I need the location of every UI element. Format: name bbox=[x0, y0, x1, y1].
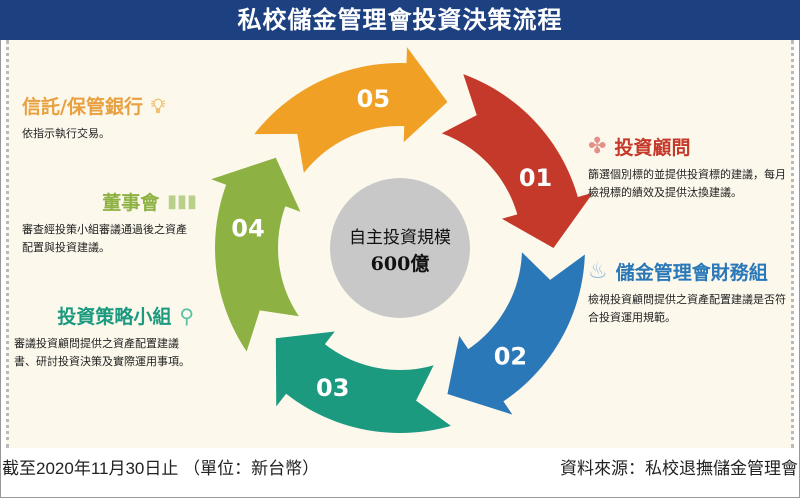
step-03-title: 投資策略小組 bbox=[57, 306, 172, 328]
step-02-block: ♨ 儲金管理會財務組 檢視投資顧問提供之資產配置建議是否符合投資運用規範。 bbox=[588, 258, 793, 327]
step-04-block: 董事會 ▮▮▮ 審查經投策小組審議通過後之資產配置與投資建議。 bbox=[22, 188, 197, 257]
arrow-segment-05 bbox=[254, 47, 448, 173]
step-number-04: 04 bbox=[231, 215, 264, 243]
lightbulb-icon: 💡︎ bbox=[150, 93, 165, 118]
step-number-02: 02 bbox=[494, 343, 527, 371]
step-05-desc: 依指示執行交易。 bbox=[22, 127, 110, 140]
flame-icon: ♨ bbox=[588, 259, 608, 284]
bar-chart-icon: ▮▮▮ bbox=[167, 191, 197, 212]
step-number-05: 05 bbox=[357, 85, 390, 113]
step-number-03: 03 bbox=[316, 374, 349, 402]
step-01-block: ✤ 投資顧問 篩選個別標的並提供投資標的建議，每月檢視標的績效及提供汰換建議。 bbox=[588, 133, 788, 202]
page-title: 私校儲金管理會投資決策流程 bbox=[0, 0, 800, 40]
step-01-desc: 篩選個別標的並提供投資標的建議，每月檢視標的績效及提供汰換建議。 bbox=[588, 168, 786, 199]
footer-date-unit: 截至2020年11月30日止 （單位：新台幣） bbox=[2, 459, 320, 478]
puzzle-icon: ✤ bbox=[588, 134, 607, 159]
footer-source: 資料來源：私校退撫儲金管理會 bbox=[560, 459, 798, 478]
footer: 截至2020年11月30日止 （單位：新台幣） 資料來源：私校退撫儲金管理會 bbox=[0, 452, 800, 482]
arrow-segment-01 bbox=[441, 74, 594, 249]
step-02-desc: 檢視投資顧問提供之資產配置建議是否符合投資運用規範。 bbox=[588, 293, 786, 324]
center-circle bbox=[330, 178, 470, 318]
step-03-desc: 審議投資顧問提供之資產配置建議書、研討投資決策及實際運用事項。 bbox=[14, 337, 190, 368]
arrow-segment-03 bbox=[275, 331, 451, 433]
step-04-title: 董事會 bbox=[102, 192, 160, 214]
step-04-desc: 審查經投策小組審議通過後之資產配置與投資建議。 bbox=[22, 223, 187, 254]
magnifier-icon: ⚲ bbox=[179, 303, 194, 328]
arrow-segment-04 bbox=[211, 157, 301, 352]
step-01-title: 投資顧問 bbox=[614, 137, 691, 159]
arrow-segment-02 bbox=[447, 252, 585, 415]
step-05-title: 信託/保管銀行 bbox=[22, 96, 143, 118]
step-03-block: 投資策略小組 ⚲ 審議投資顧問提供之資產配置建議書、研討投資決策及實際運用事項。 bbox=[14, 302, 194, 371]
step-02-title: 儲金管理會財務組 bbox=[615, 262, 768, 284]
step-number-01: 01 bbox=[519, 164, 552, 192]
center-value: 600億 bbox=[371, 252, 430, 275]
step-05-block: 信託/保管銀行 💡︎ 依指示執行交易。 bbox=[22, 92, 165, 143]
center-label: 自主投資規模 bbox=[349, 228, 451, 248]
